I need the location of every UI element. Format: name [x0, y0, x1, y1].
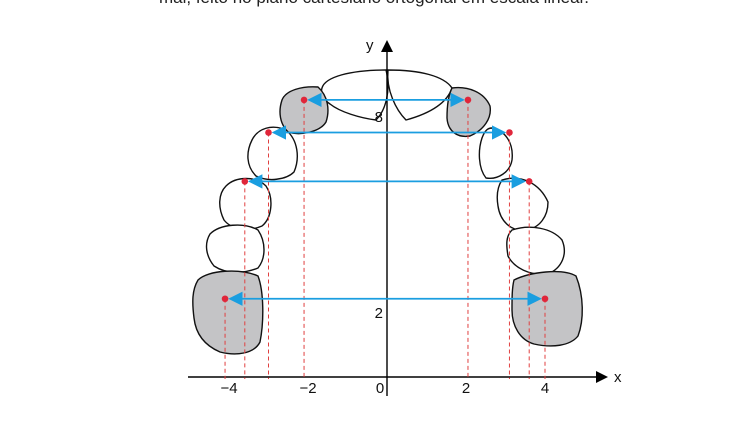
- point-left-4: [221, 295, 229, 303]
- point-left-2: [265, 129, 272, 136]
- point-right-4: [541, 295, 549, 303]
- y-axis-label: y: [366, 37, 374, 54]
- tooth-premolar1-left: [219, 177, 272, 231]
- symmetry-arrows: [228, 92, 542, 306]
- tooth-premolar1-right: [496, 177, 549, 231]
- axes: x y: [188, 37, 622, 396]
- tooth-canine-left: [247, 126, 298, 181]
- tooth-lateral-right-shaded: [446, 86, 491, 138]
- x-tick-label-5: 4: [541, 380, 549, 397]
- point-right-3: [525, 178, 533, 185]
- x-tick-label-1: −4: [220, 380, 237, 397]
- tooth-premolar2-right: [506, 226, 566, 275]
- x-axis-arrowhead: [596, 371, 608, 383]
- x-tick-label-2: −2: [299, 380, 316, 397]
- tooth-central-right: [387, 69, 453, 121]
- y-axis-arrowhead: [381, 40, 393, 52]
- point-left-3: [241, 178, 249, 185]
- figure-caption: mal, feito no plano cartesiano ortogonal…: [0, 0, 748, 8]
- point-right-1: [464, 96, 472, 104]
- tooth-canine-right: [478, 127, 513, 179]
- tick-labels: −4 −2 0 2 4 2 8: [220, 109, 549, 397]
- y-tick-label-2: 8: [375, 109, 383, 126]
- dashed-projection-lines: [224, 99, 546, 379]
- point-left-1: [300, 96, 308, 104]
- point-right-2: [506, 129, 513, 136]
- x-tick-label-4: 2: [462, 380, 470, 397]
- y-tick-label-1: 2: [375, 305, 383, 322]
- tooth-premolar2-left: [205, 224, 265, 273]
- tooth-molar-left-shaded: [192, 270, 264, 355]
- x-tick-label-3: 0: [376, 380, 384, 397]
- red-points: [221, 96, 549, 303]
- x-axis-label: x: [614, 369, 622, 386]
- tooth-molar-right-shaded: [511, 271, 583, 347]
